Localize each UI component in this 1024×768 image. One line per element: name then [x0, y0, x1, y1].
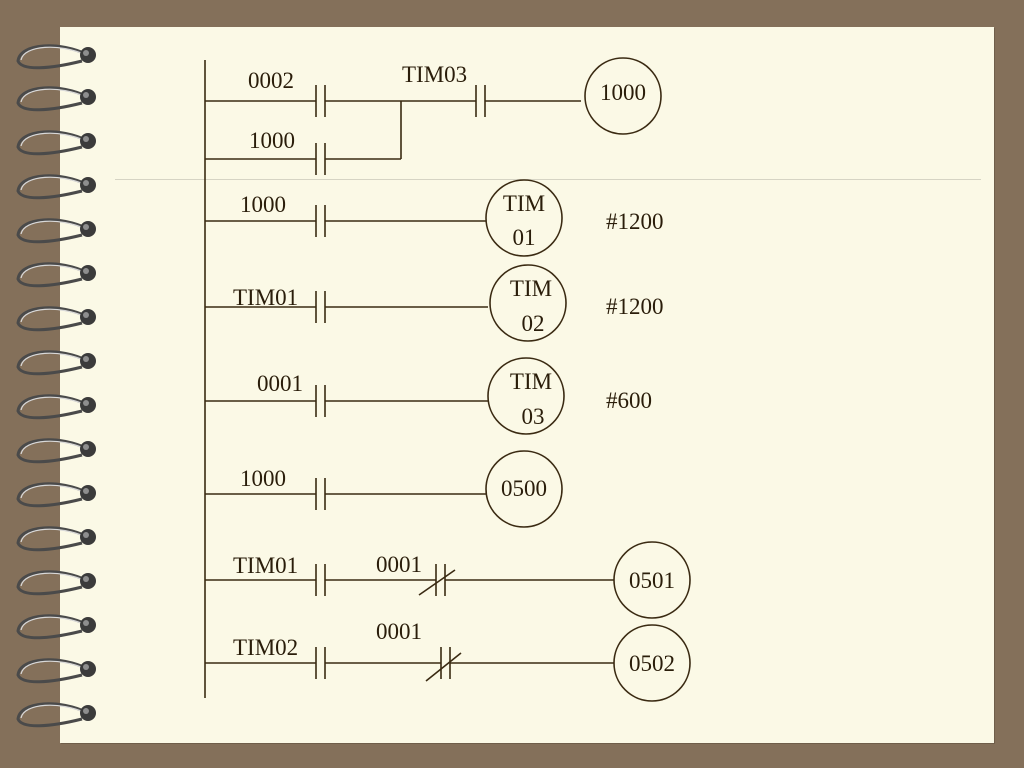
contact-label: 1000: [240, 192, 286, 217]
binding-ring: [16, 44, 96, 70]
coil-label: 0500: [501, 476, 547, 501]
rung-6: TIM01 0001 0501: [205, 541, 691, 619]
coil: [485, 450, 563, 528]
binding-ring: [16, 702, 96, 728]
contact-label: 1000: [240, 466, 286, 491]
rung-4: 0001 TIM 03 #600: [205, 357, 652, 435]
coil: [584, 57, 662, 135]
contact-label: TIM01: [233, 553, 298, 578]
binding-ring: [16, 438, 96, 464]
binding-ring: [16, 570, 96, 596]
contact-no: [315, 85, 326, 117]
coil-label: 03: [522, 404, 545, 429]
contact-no: [475, 85, 486, 117]
coil-label: 02: [522, 311, 545, 336]
coil-label: 0501: [629, 568, 675, 593]
coil: [489, 264, 567, 342]
coil-label: 1000: [600, 80, 646, 105]
contact-label: TIM01: [233, 285, 298, 310]
contact-label: TIM02: [233, 635, 298, 660]
binding-ring: [16, 394, 96, 420]
contact-label: 0001: [376, 619, 422, 644]
binding-ring: [16, 614, 96, 640]
binding-ring: [16, 174, 96, 200]
contact-label: 0001: [376, 552, 422, 577]
binding-ring: [16, 130, 96, 156]
binding-ring: [16, 218, 96, 244]
timer-preset: #1200: [606, 294, 664, 319]
binding-ring: [16, 482, 96, 508]
coil: [613, 624, 691, 702]
paper-rule-line: [115, 179, 981, 180]
coil: [487, 357, 565, 435]
rung-5: 1000 0500: [205, 450, 563, 528]
rung-2: 1000 TIM 01 #1200: [205, 179, 664, 257]
coil-label: 01: [513, 225, 536, 250]
binding-ring: [16, 306, 96, 332]
branch: 1000: [205, 101, 402, 175]
binding-ring: [16, 526, 96, 552]
coil-label: TIM: [510, 276, 552, 301]
timer-preset: #1200: [606, 209, 664, 234]
coil-label: 0502: [629, 651, 675, 676]
binding-ring: [16, 262, 96, 288]
notebook-paper: [60, 27, 994, 743]
coil: [613, 541, 691, 619]
rung-3: TIM01 TIM 02 #1200: [205, 264, 664, 342]
coil-label: TIM: [503, 191, 545, 216]
timer-preset: #600: [606, 388, 652, 413]
contact-label: TIM03: [402, 62, 467, 87]
coil: [485, 179, 563, 257]
binding-ring: [16, 86, 96, 112]
coil-label: TIM: [510, 369, 552, 394]
contact-label: 1000: [249, 128, 295, 153]
contact-label: 0001: [257, 371, 303, 396]
contact-label: 0002: [248, 68, 294, 93]
rung-1: 0002 TIM03 1000 1000: [205, 57, 662, 175]
rung-7: TIM02 0001 0502: [205, 619, 691, 702]
spiral-binding: [16, 44, 96, 728]
contact-nc: [425, 647, 462, 682]
binding-ring: [16, 350, 96, 376]
binding-ring: [16, 658, 96, 684]
